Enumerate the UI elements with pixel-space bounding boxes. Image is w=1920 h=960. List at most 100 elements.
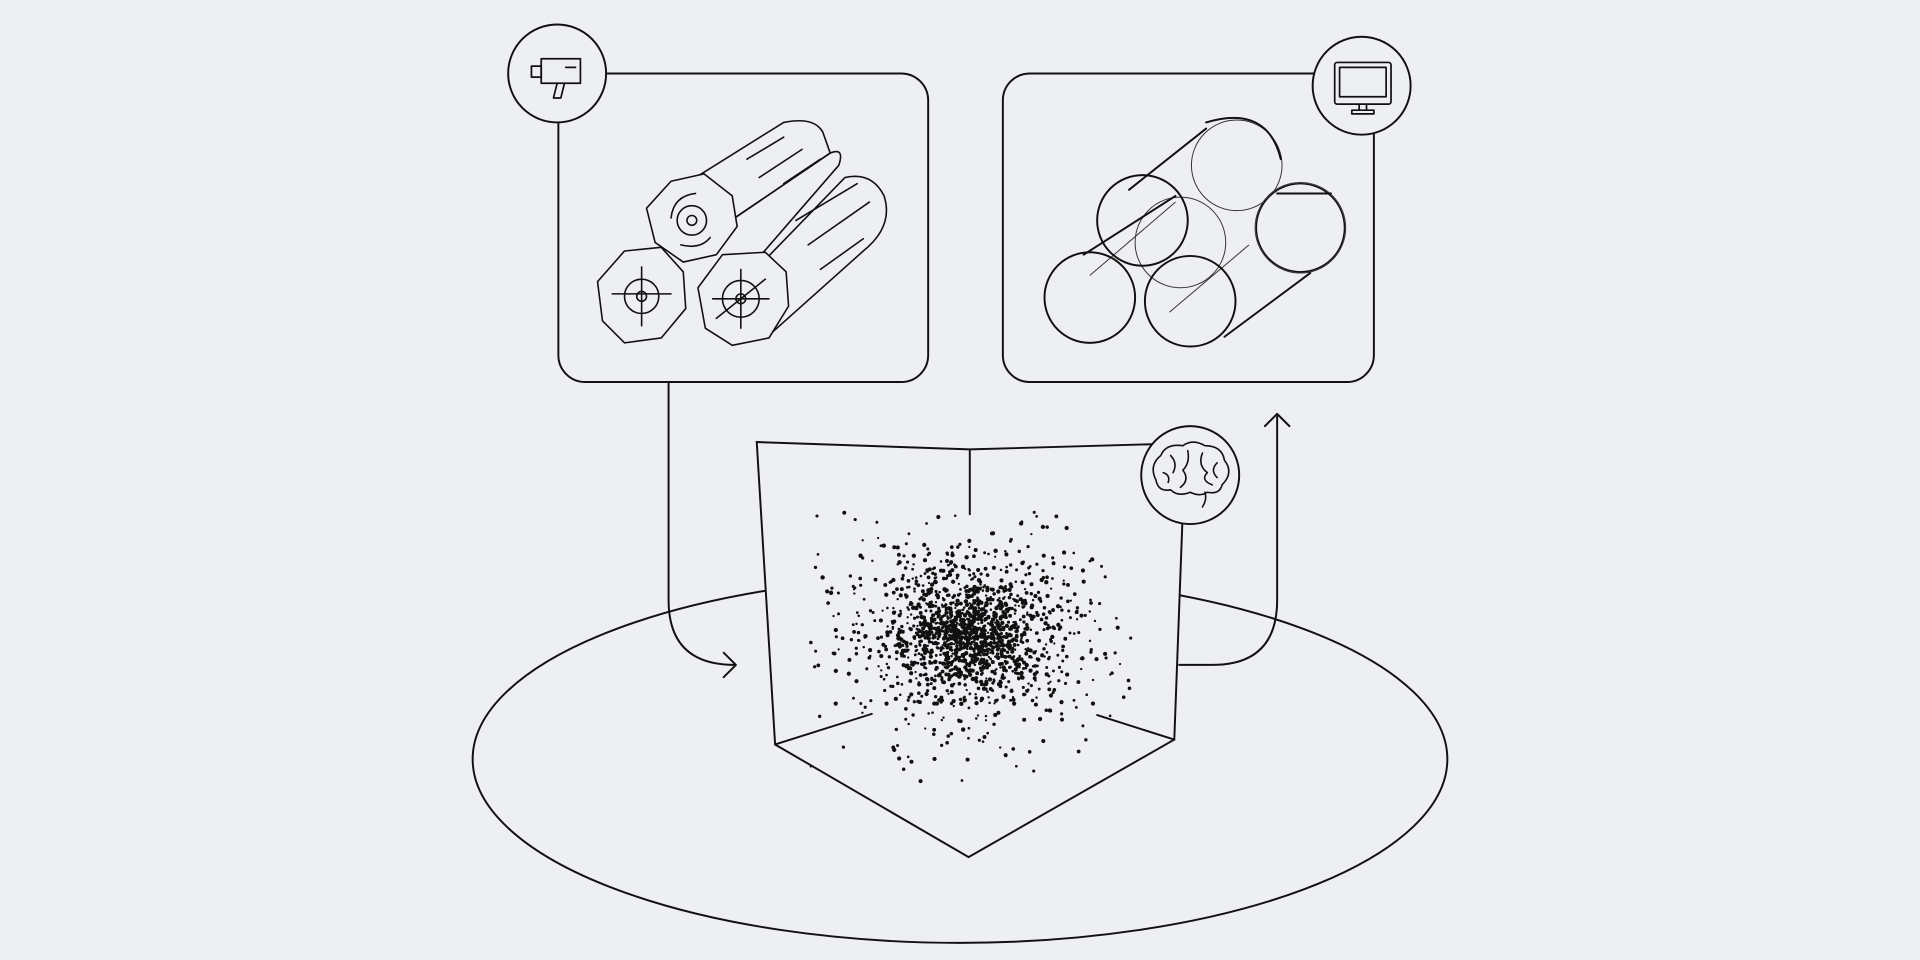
cloud-point	[932, 678, 937, 683]
cloud-point	[982, 627, 986, 631]
cloud-point	[929, 630, 934, 635]
cloud-point	[889, 684, 893, 688]
cloud-point	[922, 558, 928, 563]
cloud-point	[942, 635, 946, 639]
cloud-point	[987, 655, 991, 659]
cloud-point	[938, 568, 943, 573]
model-cube	[755, 441, 1187, 859]
cloud-point	[1080, 568, 1086, 573]
cloud-point	[1007, 587, 1012, 592]
cloud-point	[982, 735, 987, 739]
monitor-icon	[1333, 61, 1392, 115]
cloud-point	[949, 601, 953, 606]
cloud-point	[926, 591, 930, 595]
cloud-point	[946, 661, 950, 666]
cloud-point	[1010, 626, 1013, 629]
cloud-point	[1030, 618, 1034, 621]
cloud-point	[1047, 682, 1050, 685]
cloud-point	[945, 620, 949, 625]
cloud-point	[971, 619, 975, 623]
cloud-point	[940, 698, 945, 703]
cloud-point	[979, 572, 983, 576]
cloud-point	[947, 644, 950, 647]
cloud-point	[1068, 616, 1072, 620]
cloud-point	[1017, 549, 1022, 554]
cloud-point	[852, 588, 856, 591]
arrow-head-right	[722, 651, 737, 679]
cloud-point	[882, 677, 886, 681]
cloud-point	[1023, 587, 1027, 591]
cloud-point	[895, 545, 900, 550]
cloud-point	[1061, 644, 1065, 649]
cloud-point	[947, 673, 951, 677]
cloud-point	[978, 635, 981, 638]
cloud-point	[907, 695, 911, 699]
cloud-point	[1035, 515, 1038, 518]
cloud-point	[886, 666, 891, 670]
cloud-point	[1088, 559, 1092, 563]
cloud-point	[950, 654, 953, 658]
cloud-point	[936, 514, 941, 520]
cloud-point	[851, 584, 855, 588]
cloud-point	[949, 641, 954, 646]
cloud-point	[959, 587, 962, 591]
cloud-point	[1029, 684, 1033, 688]
cloud-point	[997, 603, 1002, 607]
cloud-point	[937, 606, 941, 611]
cloud-point	[962, 658, 967, 662]
cloud-point	[1049, 611, 1052, 615]
cloud-point	[980, 618, 984, 622]
cloud-point	[942, 716, 945, 719]
cloud-point	[993, 548, 998, 553]
cloud-point	[1004, 615, 1008, 620]
cloud-point	[955, 621, 959, 625]
cloud-point	[1094, 657, 1099, 662]
cloud-point	[968, 661, 972, 665]
cloud-point	[1003, 654, 1008, 659]
cloud-point	[820, 575, 825, 580]
cloud-point	[925, 682, 930, 687]
cloud-point	[997, 644, 1001, 648]
cloud-point	[989, 643, 993, 648]
cloud-point	[1037, 687, 1041, 691]
cloud-point	[971, 616, 974, 619]
cloud-point	[1016, 625, 1020, 629]
cloud-point	[979, 696, 985, 701]
cloud-point	[922, 673, 926, 677]
cloud-point	[1008, 539, 1012, 543]
cloud-point	[1115, 616, 1118, 620]
cloud-point	[989, 531, 994, 536]
cloud-point	[1060, 608, 1064, 612]
cloud-point	[1083, 613, 1087, 618]
cloud-point	[964, 555, 969, 560]
cloud-point	[927, 712, 930, 715]
cloud-point	[1016, 643, 1020, 647]
cloud-point	[951, 652, 954, 655]
cloud-point	[1059, 596, 1063, 600]
cloud-point	[1043, 655, 1046, 658]
cloud-point	[911, 713, 915, 717]
cloud-point	[1018, 654, 1022, 658]
cloud-point	[989, 595, 993, 599]
cloud-point	[941, 661, 946, 666]
cloud-point	[913, 587, 916, 591]
cloud-point	[888, 580, 892, 584]
cloud-point	[920, 596, 923, 599]
cloud-point	[896, 552, 901, 557]
cloud-point	[991, 565, 997, 570]
cloud-point	[950, 552, 955, 558]
stacked-cylinders-illustration	[1043, 116, 1347, 348]
cloud-point	[1000, 604, 1003, 607]
cloud-point	[914, 670, 917, 674]
cloud-point	[928, 659, 932, 663]
cloud-point	[958, 670, 964, 675]
cloud-point	[921, 584, 925, 587]
cloud-point	[918, 611, 923, 615]
cloud-point	[983, 604, 987, 608]
cloud-point	[967, 568, 971, 571]
cloud-point	[991, 634, 995, 638]
cloud-point	[955, 573, 960, 578]
cloud-point	[1044, 580, 1049, 585]
cloud-point	[967, 606, 971, 610]
cloud-point	[998, 684, 1003, 689]
